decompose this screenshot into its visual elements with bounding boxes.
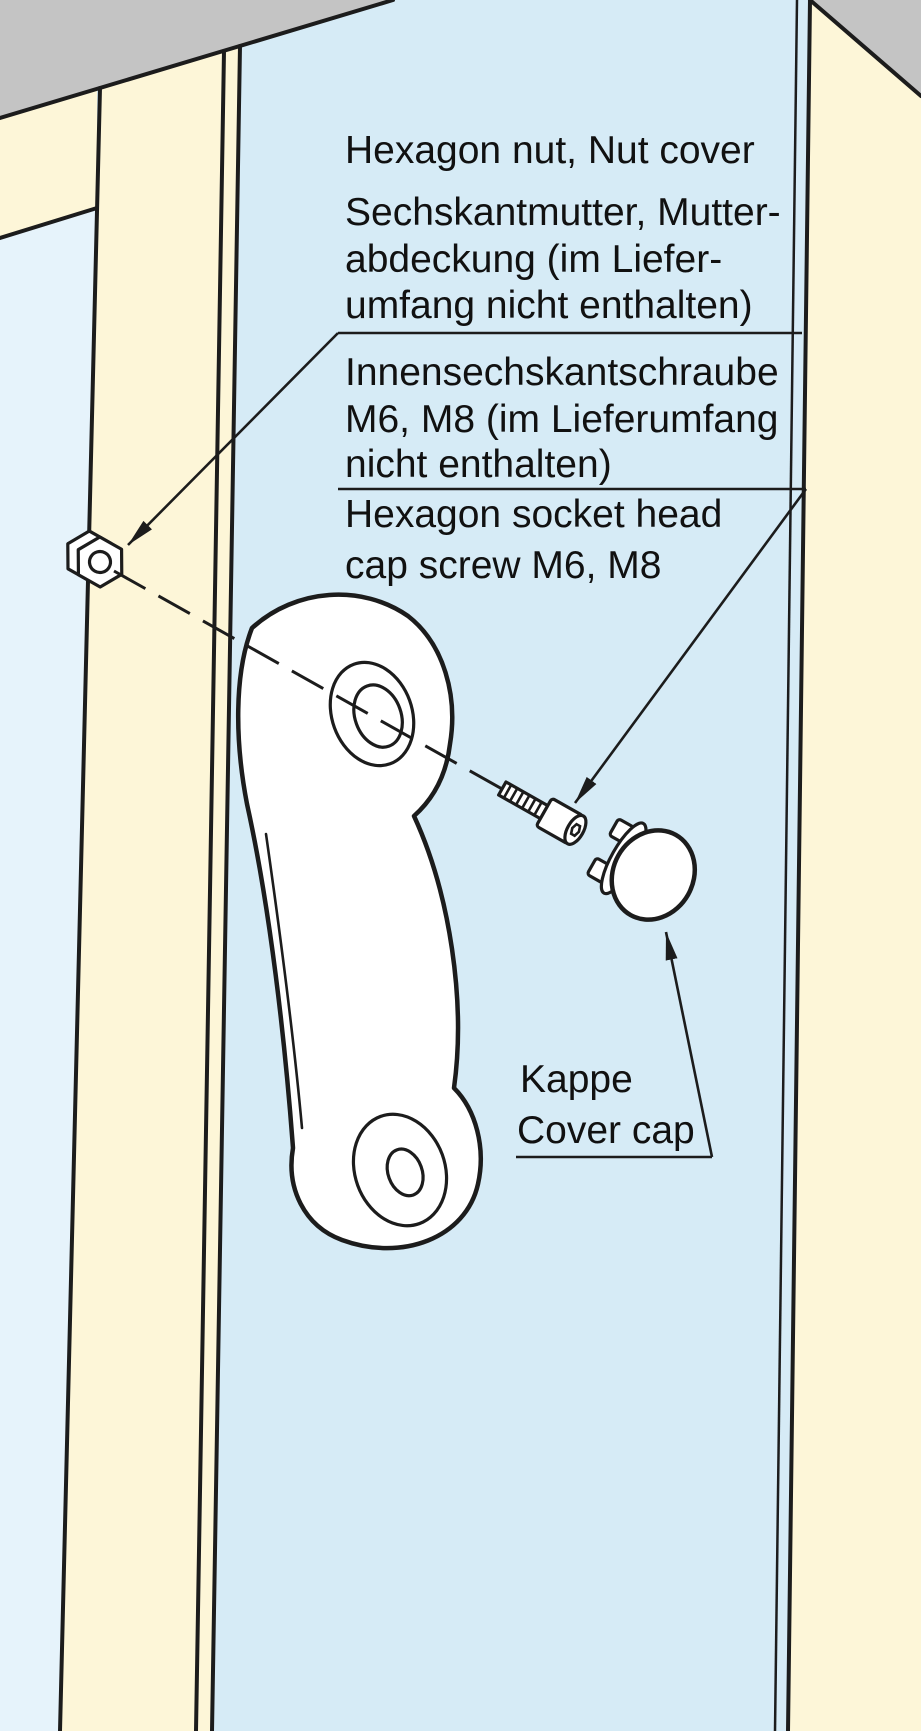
leader-cap xyxy=(664,931,714,1158)
label-screw-de-1: Innensechskantschraube xyxy=(345,351,779,394)
label-nut-de-3: umfang nicht enthalten) xyxy=(345,284,753,327)
cap-dome-face xyxy=(609,828,698,922)
label-screw-de-2: M6, M8 (im Lieferumfang xyxy=(345,398,778,441)
handle-end-hole xyxy=(385,1147,425,1198)
handle-bottom-end xyxy=(351,1112,449,1228)
glass-panel-left xyxy=(0,208,97,1731)
label-nut-de-1: Sechskantmutter, Mutter- xyxy=(345,191,781,234)
socket-head-cap-screw-drawing xyxy=(497,780,588,846)
frame-top-rail-left xyxy=(0,89,97,238)
screw-hex-socket xyxy=(569,822,582,838)
leader-screw xyxy=(573,488,808,804)
cover-cap-drawing xyxy=(586,818,698,922)
stile-glass-edge xyxy=(210,44,242,1731)
hexagon-nut-drawing xyxy=(66,529,124,589)
screw-head-face xyxy=(563,813,588,846)
stile-left-edge xyxy=(58,86,102,1731)
label-cap-en: Cover cap xyxy=(517,1109,695,1152)
wall-edge-left xyxy=(0,0,395,120)
handle-contour-line xyxy=(264,832,304,1130)
leader-nut xyxy=(127,332,339,546)
label-nut-de-2: abdeckung (im Liefer- xyxy=(345,238,722,281)
label-cap-de: Kappe xyxy=(520,1058,633,1101)
label-screw-en-2: cap screw M6, M8 xyxy=(345,544,661,587)
nut-thread-hole xyxy=(87,549,113,575)
right-glass-edge xyxy=(773,0,799,1731)
label-nut-en: Hexagon nut, Nut cover xyxy=(345,129,755,172)
door-frame-left-stile xyxy=(60,46,240,1731)
stile-inner-edge xyxy=(194,49,226,1731)
right-stile-left-edge xyxy=(786,0,812,1731)
door-frame-right-stile xyxy=(788,0,921,1731)
callout-texts: Hexagon nut, Nut cover Sechskantmutter, … xyxy=(345,129,781,1152)
handle-hole-bore xyxy=(352,683,404,749)
wall-edge-right xyxy=(808,0,921,98)
label-screw-de-3: nicht enthalten) xyxy=(345,443,612,486)
assembly-centerline xyxy=(113,569,505,792)
screw-threads xyxy=(502,783,543,817)
callout-leaders xyxy=(127,331,808,1159)
handle-mount-hole xyxy=(328,660,416,768)
top-rail-bottom-edge xyxy=(0,206,99,240)
pull-handle-drawing xyxy=(236,592,483,1251)
label-screw-en-1: Hexagon socket head xyxy=(345,493,722,536)
